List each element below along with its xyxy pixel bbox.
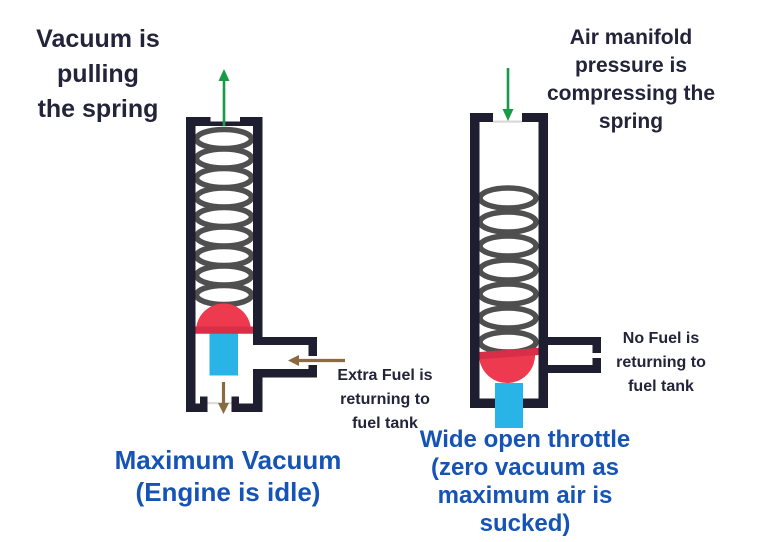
left-diaphragm — [189, 303, 258, 334]
right-valve — [495, 383, 523, 428]
left-spring — [193, 126, 255, 308]
right-regulator — [470, 68, 601, 428]
right-fuel-return-label: No Fuel is returning to fuel tank — [616, 330, 706, 395]
right-caption: Wide open throttle (zero vacuum as maxim… — [419, 426, 631, 537]
left-heading: Vacuum is pulling the spring — [36, 25, 160, 123]
left-valve — [209, 330, 238, 376]
vacuum-arrow-up-icon — [218, 69, 230, 126]
left-regulator — [186, 69, 345, 414]
right-spring — [477, 185, 539, 355]
fuel-out-arrow-icon — [218, 382, 229, 414]
left-fuel-return-label: Extra Fuel is returning to fuel tank — [337, 367, 433, 432]
right-diaphragm — [474, 347, 541, 383]
air-pressure-arrow-down-icon — [502, 68, 514, 121]
left-caption: Maximum Vacuum (Engine is idle) — [114, 445, 342, 507]
right-top-seat-line — [493, 120, 522, 123]
fuel-return-arrow-icon — [288, 355, 345, 366]
right-heading: Air manifold pressure is compressing the… — [546, 26, 716, 133]
